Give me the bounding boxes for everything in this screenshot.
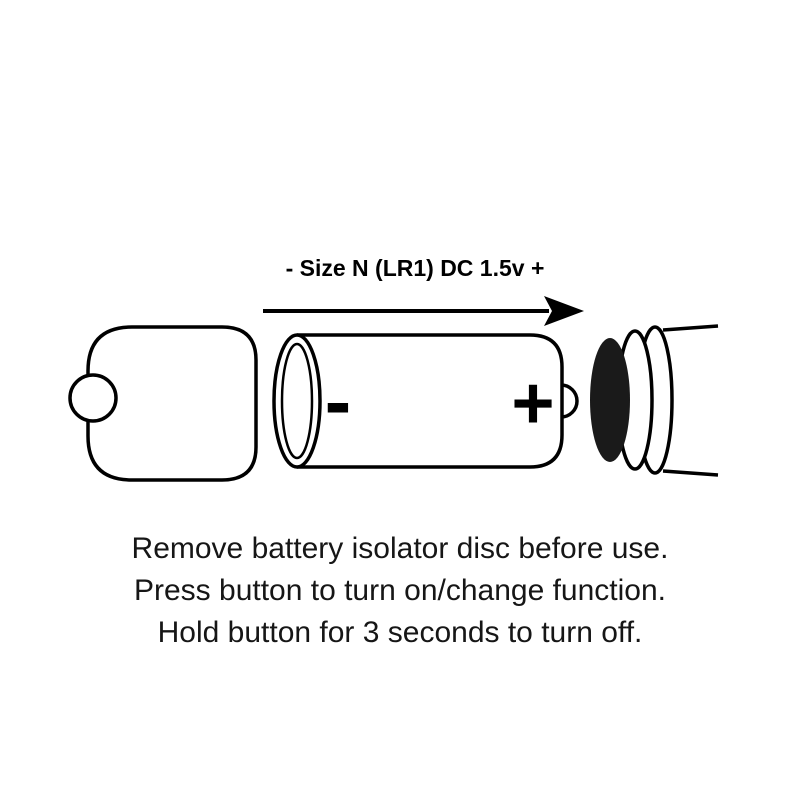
instruction-block: Remove battery isolator disc before use.… xyxy=(132,532,669,649)
isolator-disc-icon xyxy=(590,338,630,462)
isolator-disc-assembly-icon xyxy=(590,324,719,477)
positive-terminal-bump-icon xyxy=(560,383,579,419)
end-cap-icon xyxy=(68,325,258,482)
direction-arrow-icon xyxy=(263,296,584,326)
body-tube-top-line xyxy=(662,324,719,332)
instruction-line-3: Hold button for 3 seconds to turn off. xyxy=(158,616,643,649)
battery-size-label: - Size N (LR1) DC 1.5v + xyxy=(286,255,545,281)
positive-terminal-label: + xyxy=(511,362,554,445)
body-tube-bottom-line xyxy=(662,469,719,477)
battery-icon: - + xyxy=(272,333,579,469)
battery-end-inner-ring-icon xyxy=(280,342,314,460)
instruction-line-2: Press button to turn on/change function. xyxy=(134,574,666,607)
power-button-icon xyxy=(68,373,118,423)
negative-terminal-label: - xyxy=(325,357,352,446)
instruction-line-1: Remove battery isolator disc before use. xyxy=(132,532,669,565)
